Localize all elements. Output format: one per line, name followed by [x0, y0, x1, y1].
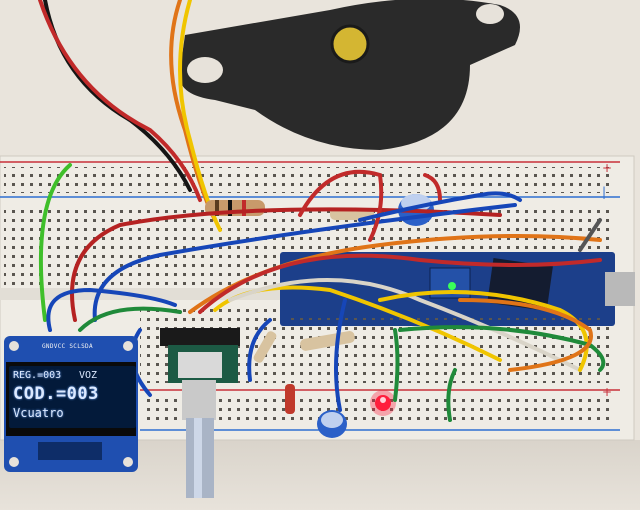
buzzer-wires: [38, 0, 222, 232]
svg-text:+: +: [602, 385, 612, 399]
svg-text:|: |: [602, 185, 606, 199]
oled-pin-labels: GNDVCC SCLSDA: [42, 343, 93, 350]
led-icon: [370, 390, 396, 416]
resistor-icon: [205, 200, 374, 414]
buzzer-icon: [179, 0, 520, 150]
oled-footer-text: Vcuatro: [13, 406, 64, 420]
oled-mode-label: VOZ: [79, 370, 98, 381]
oled-register-label: REG.=003: [13, 370, 62, 381]
svg-text:+: +: [602, 161, 612, 175]
rotary-encoder: [160, 328, 240, 498]
oled-screen: REG.=003 VOZ COD.=003 Vcuatro: [9, 366, 136, 428]
oled-code-value: COD.=003: [13, 384, 99, 404]
